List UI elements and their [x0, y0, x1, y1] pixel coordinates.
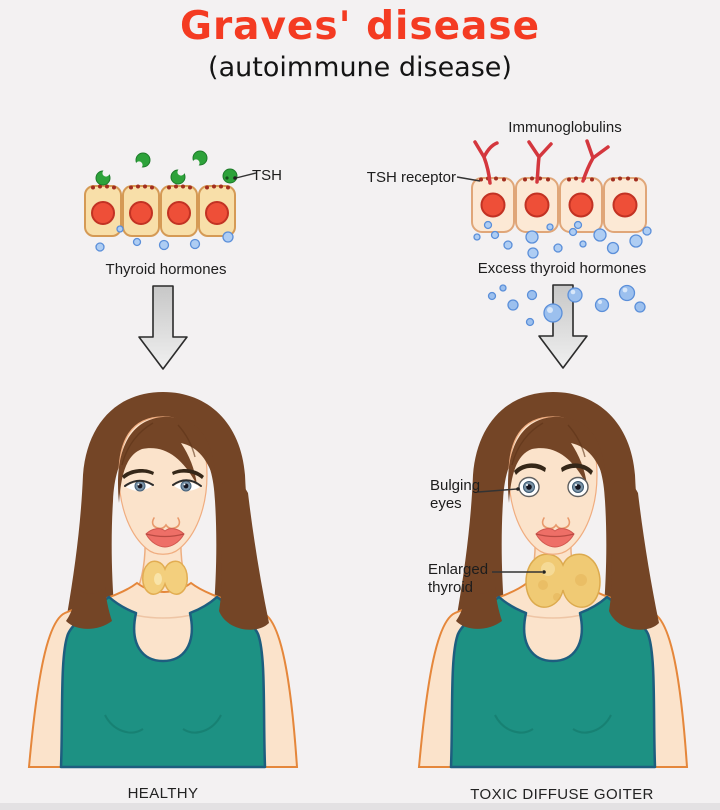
- bulging-eyes: [514, 463, 593, 498]
- pointer-lines: [477, 487, 546, 574]
- normal-thyroid: [142, 560, 188, 595]
- page-subtitle: (autoimmune disease): [208, 52, 512, 83]
- tsh-receptor-label: TSH receptor: [366, 169, 456, 186]
- page-title: Graves' disease: [179, 4, 541, 49]
- normal-eyes: [122, 468, 204, 492]
- toxic-diffuse-goiter-caption: TOXIC DIFFUSE GOITER: [470, 786, 654, 803]
- excess-thyroid-hormones-label: Excess thyroid hormones: [477, 260, 647, 277]
- tsh-label: TSH: [252, 167, 282, 184]
- graves-woman-illustration: [417, 390, 689, 769]
- enlarged-thyroid-label: Enlarged thyroid: [428, 561, 489, 596]
- down-arrow-icon: [138, 285, 188, 370]
- thyroid-hormones-label: Thyroid hormones: [105, 261, 227, 278]
- bottom-strip: [0, 803, 720, 810]
- bulging-eyes-label: Bulging eyes: [430, 477, 481, 512]
- immunoglobulins-label: Immunoglobulins: [508, 119, 622, 136]
- healthy-woman-illustration: [27, 390, 299, 769]
- healthy-caption: HEALTHY: [127, 785, 199, 802]
- graves-thyroid-cells-illustration: [456, 139, 652, 327]
- healthy-thyroid-cells-illustration: [84, 150, 257, 252]
